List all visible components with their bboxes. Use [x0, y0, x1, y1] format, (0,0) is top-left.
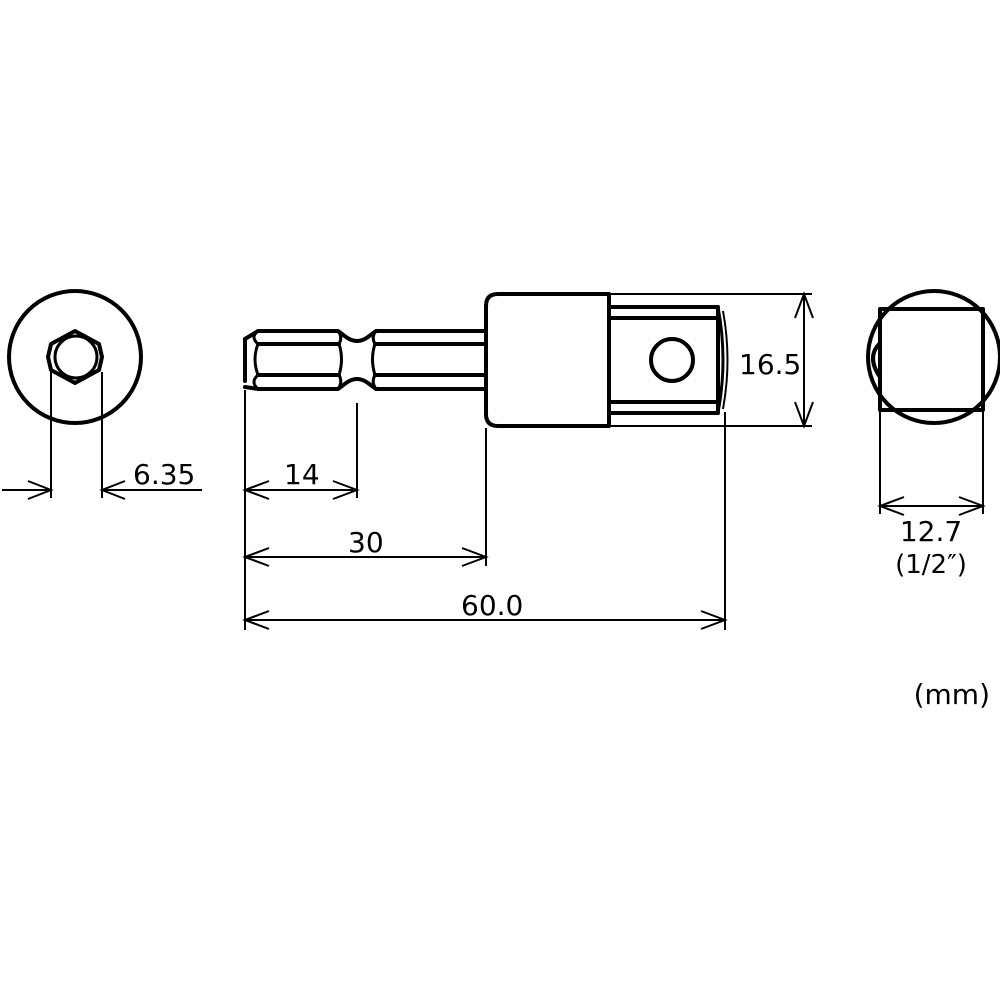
dimension-label-60: 60.0	[461, 589, 523, 622]
arrowhead-icon	[99, 480, 126, 500]
shank-bottom-edge	[243, 377, 488, 391]
arrowhead-icon	[242, 547, 270, 567]
arrowhead-icon	[461, 547, 489, 567]
hex-inner-circle	[53, 334, 99, 380]
arrowhead-icon	[877, 496, 905, 516]
body-outline-circle	[7, 289, 143, 425]
unit-label: (mm)	[914, 678, 990, 711]
side-view: 16.5 14 30 60.0	[242, 291, 814, 630]
dimension-label-30: 30	[348, 526, 384, 559]
arrowhead-icon	[700, 610, 728, 630]
groove-left-curve	[336, 330, 343, 390]
detent-ball	[649, 337, 695, 383]
square-drive-end-curve	[716, 306, 725, 414]
dimension-label-16-5: 16.5	[739, 348, 801, 381]
dimension-label-6-35: 6.35	[133, 458, 195, 491]
arrowhead-icon	[958, 496, 986, 516]
left-end-view: 6.35	[2, 289, 202, 500]
shank-top-edge	[243, 329, 488, 343]
right-end-view: 12.7 (1/2″)	[866, 289, 1000, 580]
groove-right-curve	[371, 330, 378, 390]
dimension-label-12-7: 12.7	[900, 515, 962, 548]
arrowhead-icon	[27, 480, 54, 500]
arrowhead-icon	[332, 480, 360, 500]
body-outline	[484, 292, 720, 428]
tip-chamfer	[252, 329, 260, 391]
dimension-sublabel-inch: (1/2″)	[895, 550, 967, 580]
dimension-label-14: 14	[284, 458, 320, 491]
arrowhead-icon	[242, 480, 270, 500]
detent-ball-profile	[871, 341, 882, 379]
arrowhead-icon	[794, 401, 814, 429]
arrowhead-icon	[242, 610, 270, 630]
arrowhead-icon	[794, 291, 814, 319]
square-drive-end-curve	[722, 310, 729, 410]
hex-outline	[46, 329, 104, 385]
square-drive-outline	[878, 307, 985, 412]
body-outline-circle	[866, 289, 1000, 425]
